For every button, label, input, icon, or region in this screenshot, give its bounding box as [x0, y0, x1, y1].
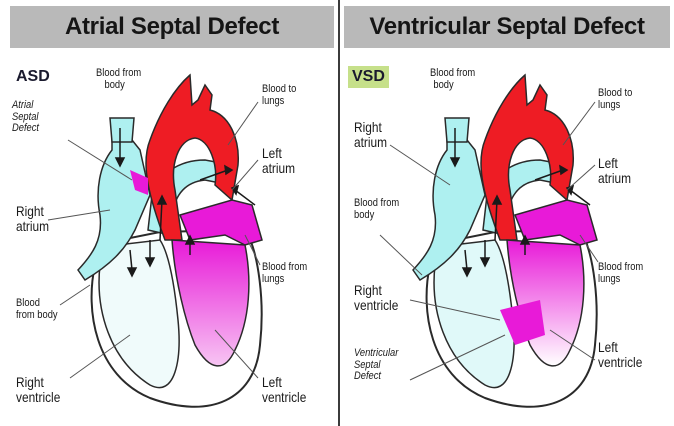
asd-right-atrium-label: Right atrium	[16, 204, 49, 233]
asd-rv-1: Right	[16, 375, 60, 390]
vsd-la-2: atrium	[598, 171, 631, 186]
vsd-vena-cava	[445, 118, 469, 142]
asd-right-ventricle-label: Right ventricle	[16, 375, 60, 404]
vsd-defect-label-1: Ventricular	[354, 348, 398, 360]
asd-ra-2: atrium	[16, 219, 49, 234]
vsd-badge: VSD	[348, 66, 389, 88]
vsd-bfl-2: lungs	[598, 274, 643, 286]
vsd-bfb-top-1: Blood from	[430, 68, 475, 80]
vsd-blood-from-lungs-label: Blood from lungs	[598, 262, 643, 285]
asd-bfb-top-2: body	[96, 80, 141, 92]
vsd-bfb-mid-1: Blood from	[354, 198, 399, 210]
vsd-btl-1: Blood to	[598, 88, 632, 100]
asd-left-ventricle-label: Left ventricle	[262, 375, 306, 404]
vsd-rv-1: Right	[354, 283, 398, 298]
vsd-bfl-1: Blood from	[598, 262, 643, 274]
asd-badge: ASD	[12, 66, 54, 88]
vsd-ra-1: Right	[354, 120, 387, 135]
asd-lv-1: Left	[262, 375, 306, 390]
asd-bfb-top-1: Blood from	[96, 68, 141, 80]
asd-blood-to-lungs-label: Blood to lungs	[262, 84, 296, 107]
asd-la-1: Left	[262, 146, 295, 161]
vsd-right-atrium-label: Right atrium	[354, 120, 387, 149]
asd-left-atrium-label: Left atrium	[262, 146, 295, 175]
vsd-bfb-top-2: body	[430, 80, 475, 92]
vsd-rv-2: ventricle	[354, 298, 398, 313]
vsd-bfb-mid-2: body	[354, 210, 399, 222]
asd-vena-cava	[110, 118, 134, 142]
asd-bfl-2: lungs	[262, 274, 307, 286]
asd-rv-2: ventricle	[16, 390, 60, 405]
asd-bfb-bottom-2: from body	[16, 310, 58, 322]
asd-heart-diagram	[0, 0, 338, 426]
vsd-panel: Ventricular Septal Defect	[340, 0, 674, 426]
vsd-left-ventricle-label: Left ventricle	[598, 340, 642, 369]
vsd-defect-label-3: Defect	[354, 371, 398, 383]
asd-defect-label: Atrial Septal Defect	[12, 100, 39, 135]
vsd-blood-to-lungs-label: Blood to lungs	[598, 88, 632, 111]
asd-bfl-1: Blood from	[262, 262, 307, 274]
asd-ra-1: Right	[16, 204, 49, 219]
vsd-defect-label: Ventricular Septal Defect	[354, 348, 398, 383]
asd-btl-2: lungs	[262, 96, 296, 108]
asd-blood-from-lungs-label: Blood from lungs	[262, 262, 307, 285]
asd-blood-from-body-top-label: Blood from body	[96, 68, 141, 91]
vsd-left-atrium-label: Left atrium	[598, 156, 631, 185]
vsd-right-ventricle-label: Right ventricle	[354, 283, 398, 312]
asd-defect-label-3: Defect	[12, 123, 39, 135]
vsd-la-1: Left	[598, 156, 631, 171]
asd-la-2: atrium	[262, 161, 295, 176]
vsd-blood-from-body-top-label: Blood from body	[430, 68, 475, 91]
asd-btl-1: Blood to	[262, 84, 296, 96]
asd-defect-label-1: Atrial	[12, 100, 39, 112]
vsd-blood-from-body-mid-label: Blood from body	[354, 198, 399, 221]
asd-lv-2: ventricle	[262, 390, 306, 405]
asd-bfb-bottom-1: Blood	[16, 298, 58, 310]
vsd-lv-1: Left	[598, 340, 642, 355]
vsd-lv-2: ventricle	[598, 355, 642, 370]
asd-blood-from-body-bottom-label: Blood from body	[16, 298, 58, 321]
asd-panel: Atrial Septal Defect	[0, 0, 338, 426]
vsd-ra-2: atrium	[354, 135, 387, 150]
vsd-btl-2: lungs	[598, 100, 632, 112]
